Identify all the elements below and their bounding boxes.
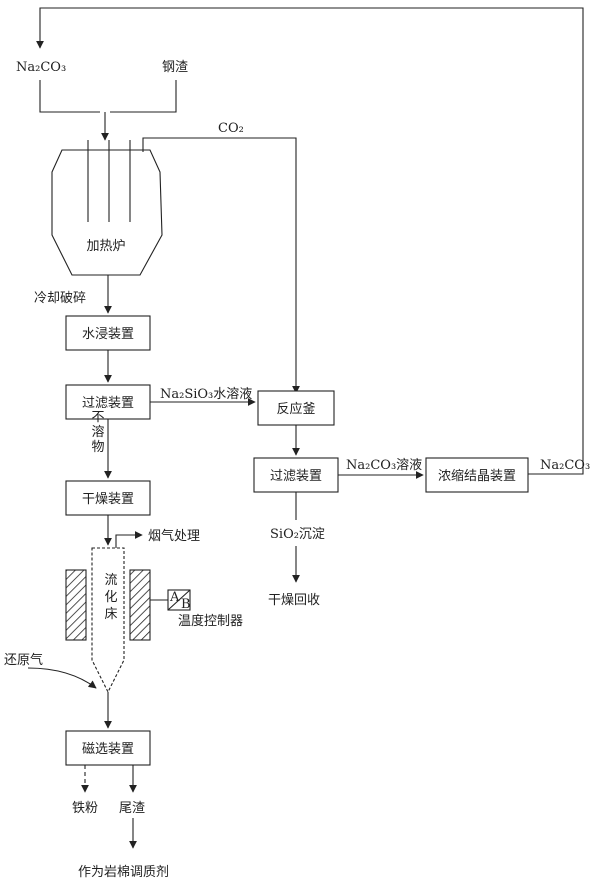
filter-box-1 <box>65 384 151 420</box>
tailings-label: 尾渣 <box>119 801 145 816</box>
furnace-label: 加热炉 <box>86 239 125 254</box>
temp-controller-diagonal <box>167 589 191 611</box>
dry-recover-label: 干燥回收 <box>268 593 320 608</box>
filter-label-2: 过滤装置 <box>270 469 322 484</box>
reducing-gas-label: 还原气 <box>4 652 43 668</box>
na2co3-recycle-label: Na₂CO₃ <box>540 458 590 473</box>
na2co3-feed-line <box>39 80 100 113</box>
svg-text:不溶物: 不溶物 <box>89 410 105 455</box>
magnetic-sep-box <box>65 730 151 766</box>
iron-powder-label: 铁粉 <box>72 801 98 816</box>
insoluble-label: 不溶物 <box>89 410 105 455</box>
na2co3-solution-label: Na₂CO₃溶液 <box>346 458 422 473</box>
co2-label: CO₂ <box>218 121 244 136</box>
heater-right <box>129 569 151 641</box>
cool-crush-label: 冷却破碎 <box>34 291 86 306</box>
heating-furnace <box>51 149 163 276</box>
filter-box-2 <box>253 457 339 493</box>
na2co3-recycle-line <box>36 7 584 475</box>
concentrate-box <box>425 457 529 493</box>
na2sio3-solution-label: Na₂SiO₃水溶液 <box>160 387 252 402</box>
dryer-box <box>65 480 151 516</box>
reactor-box <box>257 390 335 426</box>
temp-controller-label: 温度控制器 <box>178 613 243 629</box>
svg-text:流化床: 流化床 <box>102 573 118 624</box>
steel-slag-label: 钢渣 <box>162 60 188 75</box>
heater-left <box>65 569 87 641</box>
flue-gas-label: 烟气处理 <box>148 528 200 544</box>
steel-slag-feed-line <box>110 80 177 113</box>
filter-label-1: 过滤装置 <box>82 396 134 411</box>
rockwool-label: 作为岩棉调质剂 <box>78 865 169 880</box>
concentrate-label: 浓缩结晶装置 <box>438 468 516 484</box>
na2co3-input-label: Na₂CO₃ <box>16 60 66 75</box>
magnetic-sep-label: 磁选装置 <box>82 742 134 757</box>
fluidized-bed <box>91 547 125 694</box>
controller-b-label: B <box>181 597 191 612</box>
fluidized-bed-label: 流化床 <box>102 573 118 624</box>
co2-line <box>142 137 300 394</box>
reducing-gas-line <box>27 667 97 689</box>
water-leach-label: 水浸装置 <box>82 327 134 342</box>
flue-gas-line <box>115 531 143 548</box>
reactor-label: 反应釜 <box>276 401 315 417</box>
sio2-label: SiO₂沉淀 <box>270 527 325 542</box>
controller-a-label: A <box>169 590 180 605</box>
dryer-label: 干燥装置 <box>82 492 134 507</box>
